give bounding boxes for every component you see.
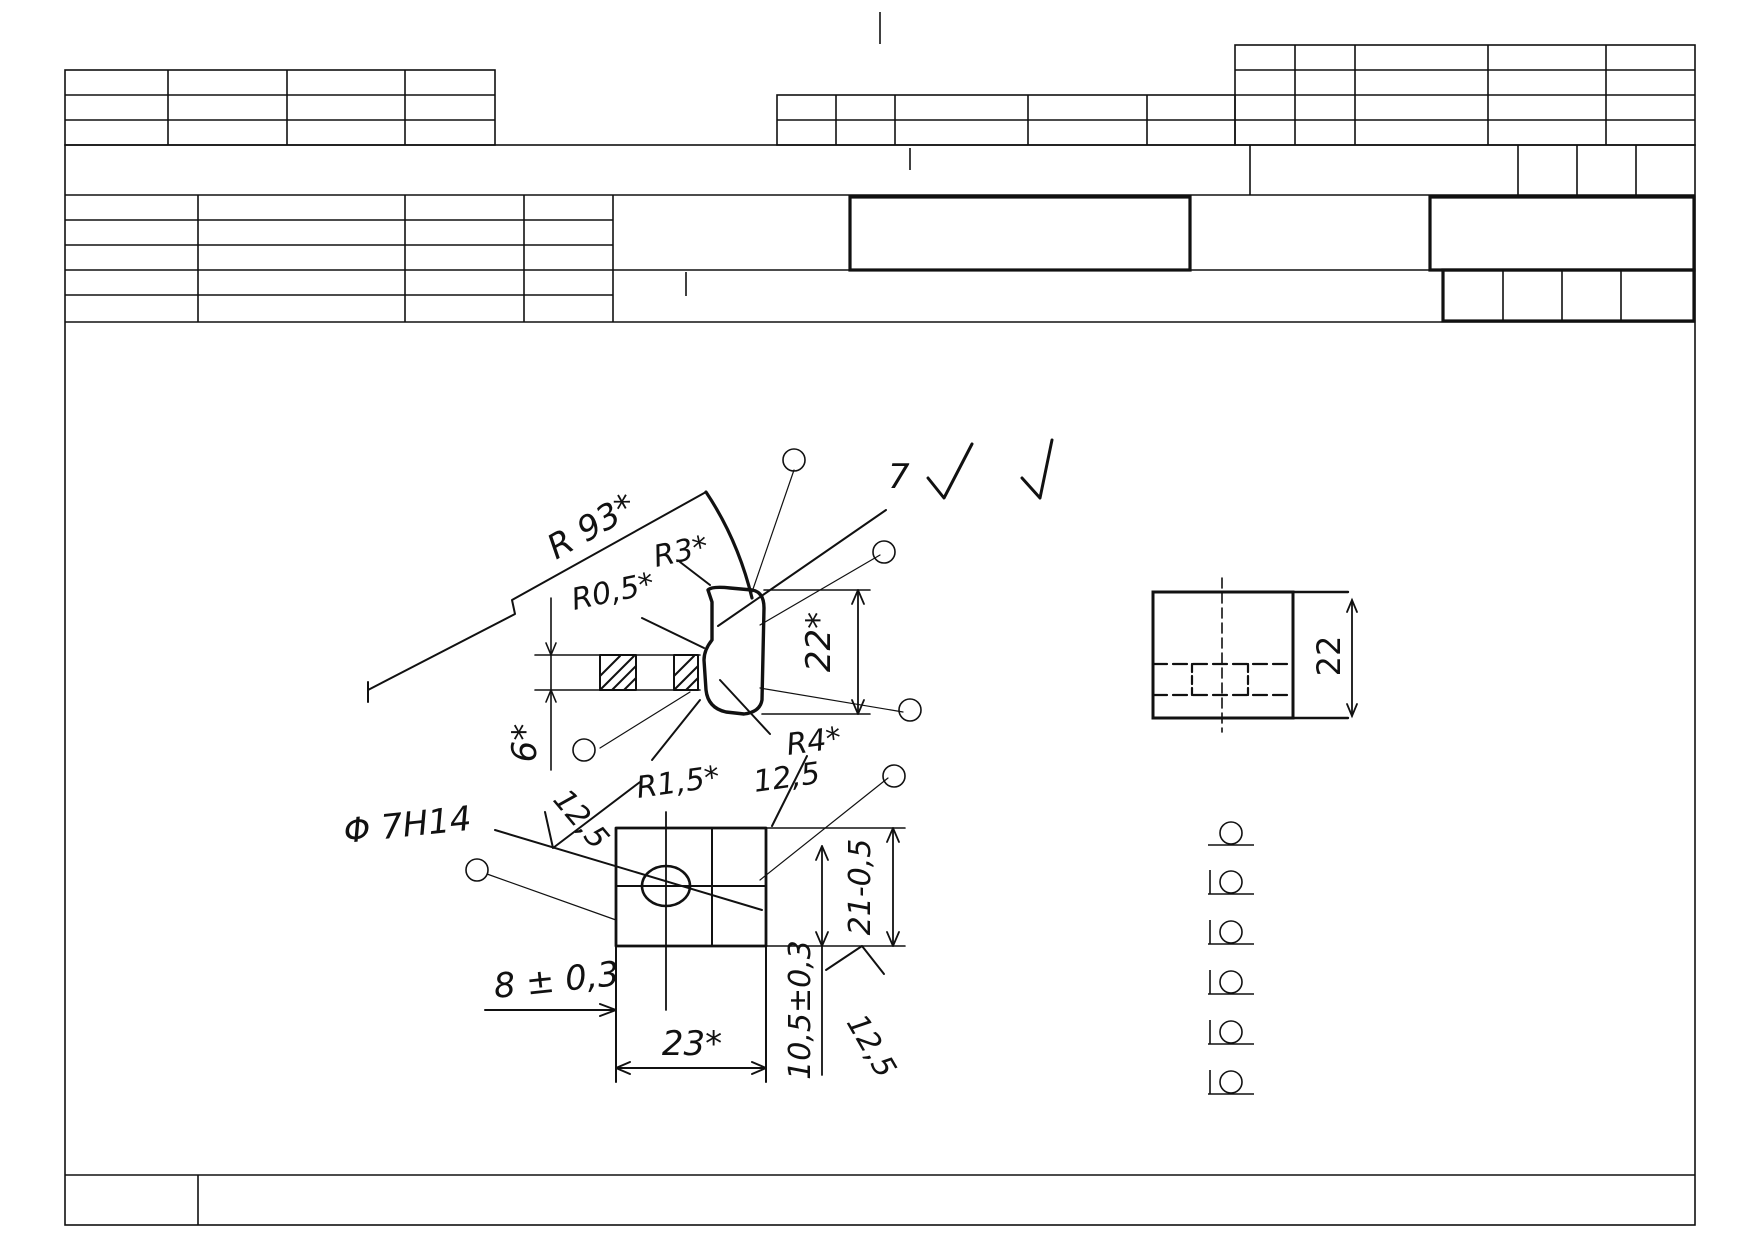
label-roughness-125-b: 12,5 [751, 756, 822, 800]
label-105: 10,5±0,3 [783, 940, 818, 1080]
label-22-top: 22* [799, 612, 839, 672]
hatched-section [599, 654, 699, 691]
title-block-bold-cells [848, 195, 1696, 323]
part-sketch [367, 438, 1054, 1083]
label-r05: R0,5* [568, 566, 657, 618]
label-r3: R3* [650, 529, 711, 575]
label-23: 23* [662, 1024, 722, 1064]
label-21: 21-0,5 [843, 839, 878, 936]
side-view [1151, 577, 1358, 733]
note-markers [1208, 821, 1254, 1095]
label-roughness-125-c: 12,5 [839, 1009, 903, 1084]
label-22-side: 22 [1310, 636, 1348, 677]
label-phi-7h14: Φ 7H14 [342, 799, 474, 852]
label-r15: R1,5* [634, 760, 722, 806]
reference-circles [465, 448, 922, 882]
roughness-symbol-7: 7 [888, 457, 910, 497]
dimension-labels: R 93* R3* R0,5* 22* 6* R4* 12,5 R1,5* 12… [342, 457, 1348, 1084]
label-r4: R4* [784, 721, 843, 763]
label-8: 8 ± 0,3 [492, 954, 621, 1007]
label-6: 6* [505, 724, 545, 763]
